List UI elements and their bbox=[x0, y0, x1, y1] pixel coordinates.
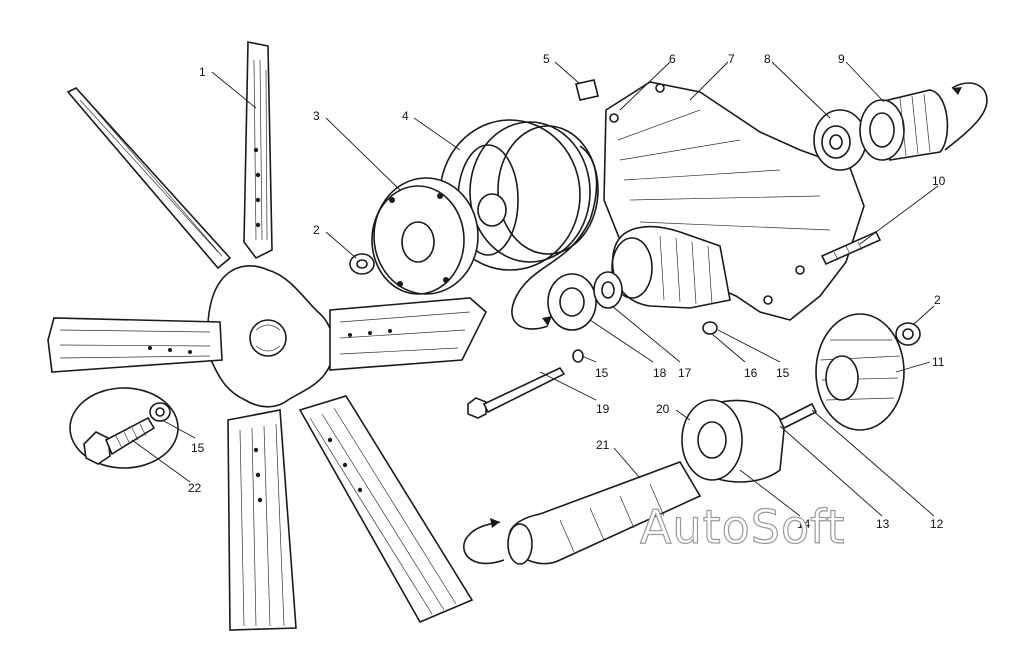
seals bbox=[547, 271, 718, 363]
callout-label: 15 bbox=[595, 366, 609, 380]
bearings bbox=[813, 89, 949, 171]
callout-label: 4 bbox=[402, 109, 409, 123]
hub-and-pulley bbox=[349, 119, 599, 295]
callout-label: 6 bbox=[669, 52, 676, 66]
callout-label: 9 bbox=[838, 52, 845, 66]
callout-label: 12 bbox=[930, 517, 944, 531]
watermark-text: AutoSoft bbox=[640, 500, 846, 554]
callout-label: 14 bbox=[797, 517, 811, 531]
callouts: 1 2 3 4 5 6 7 8 9 10 2 11 15 16 15 17 18… bbox=[188, 52, 946, 531]
shaft-assembly bbox=[507, 399, 818, 565]
bolt-washer-detail bbox=[69, 387, 179, 469]
callout-label: 21 bbox=[596, 438, 610, 452]
leader-lines bbox=[131, 61, 939, 517]
long-bolt bbox=[467, 366, 566, 419]
callout-label: 22 bbox=[188, 481, 202, 495]
callout-label: 5 bbox=[543, 52, 550, 66]
callout-label: 19 bbox=[596, 402, 610, 416]
callout-label: 8 bbox=[764, 52, 771, 66]
callout-label: 2 bbox=[313, 223, 320, 237]
assembly-arrow bbox=[511, 145, 598, 330]
assembly-arrow bbox=[944, 82, 988, 151]
callout-label: 11 bbox=[932, 355, 945, 369]
callout-label: 15 bbox=[191, 441, 205, 455]
callout-label: 3 bbox=[313, 109, 320, 123]
callout-label: 18 bbox=[653, 366, 667, 380]
callout-label: 13 bbox=[876, 517, 890, 531]
callout-label: 15 bbox=[776, 366, 790, 380]
water-pump-housing bbox=[603, 81, 865, 321]
gear-part bbox=[815, 313, 921, 431]
callout-label: 17 bbox=[678, 366, 692, 380]
assembly-arrow bbox=[462, 521, 505, 565]
callout-label: 2 bbox=[934, 293, 941, 307]
callout-label: 7 bbox=[728, 52, 735, 66]
callout-label: 20 bbox=[656, 402, 670, 416]
key-part bbox=[575, 79, 599, 101]
fan-assembly bbox=[47, 41, 487, 631]
callout-label: 16 bbox=[744, 366, 758, 380]
callout-label: 1 bbox=[199, 65, 206, 79]
callout-label: 10 bbox=[932, 174, 946, 188]
